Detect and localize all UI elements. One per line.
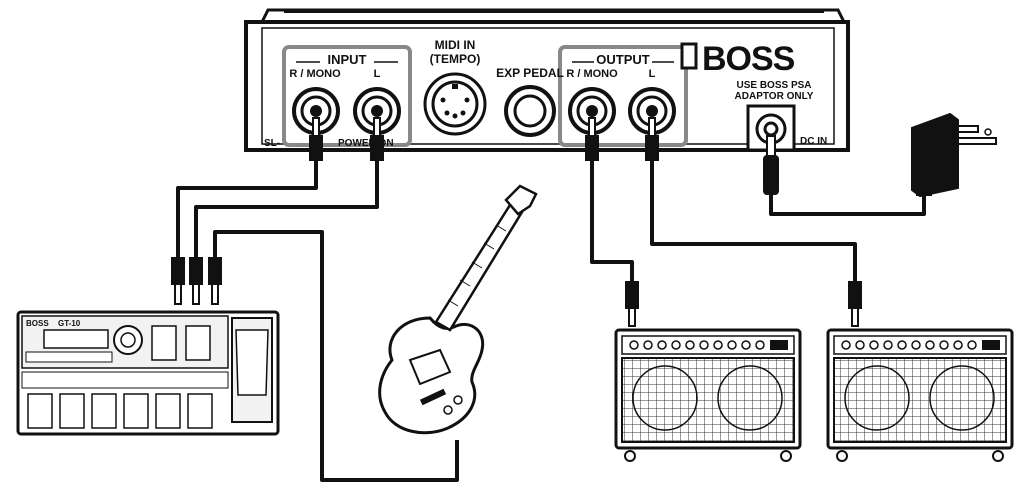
gt10-brand: BOSS	[26, 319, 49, 328]
dc-in-label: DC IN	[800, 136, 827, 147]
cable-plugs	[309, 117, 779, 195]
model-prefix-label: SL-	[264, 138, 280, 149]
gt10-multi-effects: BOSS GT-10	[16, 310, 280, 436]
cable-gt10-to-guitar	[213, 230, 459, 482]
power-on-label: POWER ON	[338, 138, 394, 149]
cable-output-l-to-amp2	[650, 160, 857, 282]
gt10-model: GT-10	[58, 319, 81, 328]
output-r-mono-label: R / MONO	[566, 68, 618, 80]
exp-pedal-jack[interactable]	[504, 85, 556, 137]
psa-line2-label: ADAPTOR ONLY	[735, 91, 814, 102]
cable-gt10-to-input-l	[194, 160, 379, 260]
cable-output-r-to-amp1	[590, 160, 634, 282]
midi-in-jack[interactable]	[423, 72, 487, 136]
input-r-mono-label: R / MONO	[289, 68, 341, 80]
amplifier-right	[826, 328, 1014, 462]
boss-logo-mark	[680, 42, 698, 70]
input-highlight-box	[282, 45, 412, 147]
output-l-label: L	[649, 68, 656, 80]
input-l-label: L	[374, 68, 381, 80]
gt10-plugs	[171, 257, 222, 305]
amp-plugs	[625, 281, 862, 327]
electric-guitar	[378, 184, 538, 435]
midi-in-label: MIDI IN	[435, 38, 476, 52]
cable-gt10-to-input-r	[176, 160, 318, 260]
gt10-footswitches	[27, 393, 213, 429]
input-l-jack[interactable]	[353, 87, 401, 135]
input-label: INPUT	[328, 52, 367, 67]
output-highlight-box	[558, 45, 688, 147]
cable-dc-to-adapter	[769, 193, 926, 216]
output-label: OUTPUT	[596, 52, 650, 67]
amplifier-left	[614, 328, 802, 462]
psa-line1-label: USE BOSS PSA	[736, 80, 811, 91]
pedal-brand-logo: BOSS	[702, 40, 795, 78]
ac-adapter	[911, 112, 997, 198]
exp-pedal-label: EXP PEDAL	[496, 66, 564, 80]
midi-tempo-label: (TEMPO)	[430, 52, 481, 66]
output-l-jack[interactable]	[628, 87, 676, 135]
cables	[176, 160, 926, 482]
